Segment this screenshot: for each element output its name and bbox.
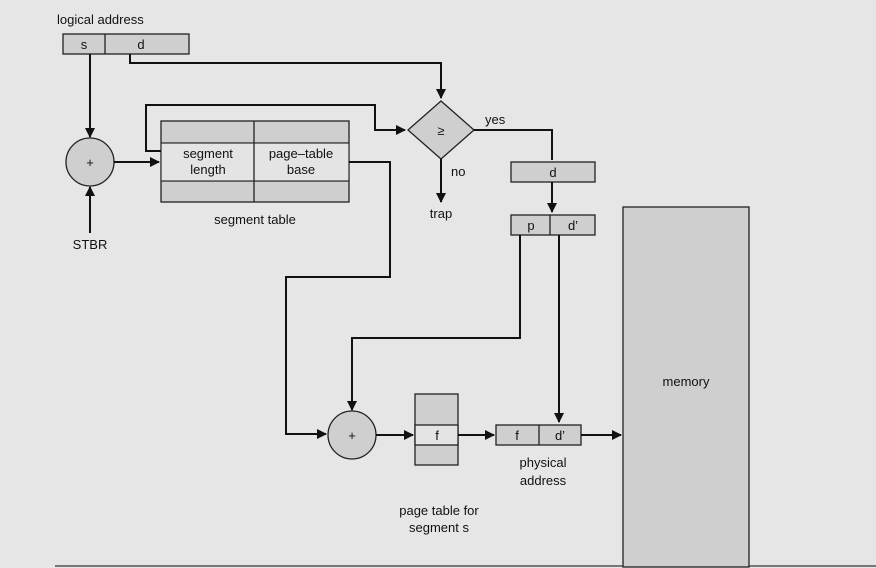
logical-s-field: s	[81, 37, 88, 52]
page-adder: +	[327, 410, 377, 460]
page-table: f	[414, 393, 459, 466]
p-field: p	[527, 218, 534, 233]
segment-length-line2: length	[190, 162, 225, 177]
segment-table-caption: segment table	[214, 212, 296, 227]
logical-address-register: s d	[62, 33, 190, 55]
arrow-d-to-compare	[129, 54, 446, 99]
trap-label: trap	[430, 206, 452, 221]
d-box: d	[510, 161, 596, 183]
dprime-field: d’	[568, 218, 578, 233]
arrow-length-to-compare	[145, 104, 406, 152]
adder2-plus-label: +	[348, 428, 356, 443]
page-table-caption-line2: segment s	[409, 520, 469, 535]
page-table-base-line1: page–table	[269, 146, 333, 161]
physical-dprime-field: d’	[555, 428, 565, 443]
compare-diamond: ≥	[407, 100, 475, 160]
segment-length-line1: segment	[183, 146, 233, 161]
physical-address-caption-line1: physical	[520, 455, 567, 470]
page-table-caption-line1: page table for	[399, 503, 479, 518]
memory-block: memory	[622, 206, 750, 568]
physical-f-field: f	[515, 428, 519, 443]
d-box-label: d	[549, 165, 556, 180]
logical-d-field: d	[137, 37, 144, 52]
yes-label: yes	[485, 112, 506, 127]
physical-address-register: f d’	[495, 424, 582, 446]
memory-label: memory	[663, 374, 710, 389]
wire-yes-to-d	[474, 129, 553, 160]
no-label: no	[451, 164, 465, 179]
page-table-f: f	[435, 428, 439, 443]
compare-symbol: ≥	[437, 123, 444, 138]
pd-box: p d’	[510, 214, 596, 236]
arrow-p-to-adder2	[347, 235, 521, 411]
segment-table: segment length page–table base	[160, 120, 350, 203]
physical-address-caption-line2: address	[520, 473, 567, 488]
page-table-base-line2: base	[287, 162, 315, 177]
logical-address-title: logical address	[57, 12, 144, 27]
segment-adder: +	[65, 137, 115, 187]
stbr-label: STBR	[73, 237, 108, 252]
adder-plus-label: +	[86, 155, 94, 170]
arrow-base-to-adder2	[285, 161, 391, 439]
